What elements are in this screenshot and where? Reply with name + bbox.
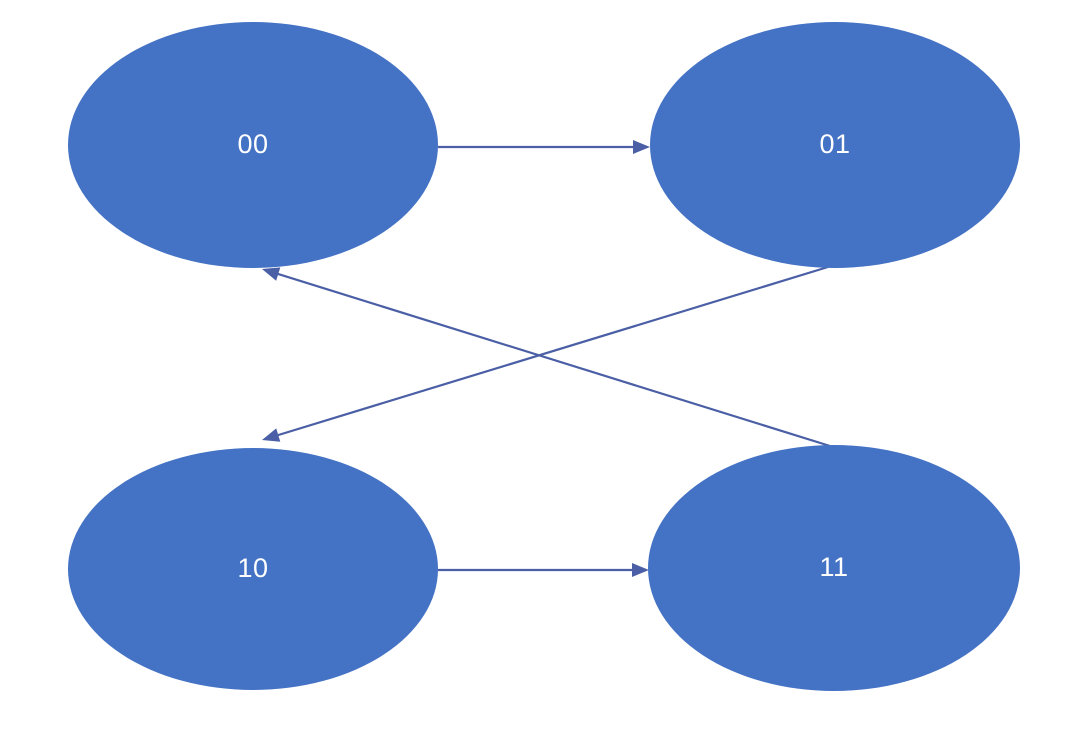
arrowhead-icon [262, 267, 281, 281]
edge-10-to-11 [438, 563, 649, 577]
node-label: 10 [237, 553, 268, 583]
arrowhead-icon [633, 140, 650, 154]
edge-shaft [275, 272, 831, 448]
edge-00-to-01 [438, 140, 650, 154]
state-node-01[interactable]: 01 [650, 22, 1020, 268]
edge-01-to-10 [262, 265, 829, 442]
node-shape[interactable] [68, 448, 438, 690]
node-label: 11 [819, 552, 848, 582]
state-node-00[interactable]: 00 [68, 22, 438, 268]
node-label: 01 [819, 129, 850, 159]
state-node-10[interactable]: 10 [68, 448, 438, 690]
nodes-layer: 00 01 10 11 [68, 22, 1020, 691]
arrowhead-icon [632, 563, 649, 577]
arrowhead-icon [262, 428, 281, 442]
node-shape[interactable] [68, 22, 438, 268]
node-shape[interactable] [650, 22, 1020, 268]
edges-layer [262, 140, 831, 577]
state-node-11[interactable]: 11 [648, 445, 1020, 691]
edge-shaft [276, 265, 829, 437]
node-shape[interactable] [648, 445, 1020, 691]
edge-11-to-00 [262, 267, 831, 448]
node-label: 00 [237, 129, 268, 159]
